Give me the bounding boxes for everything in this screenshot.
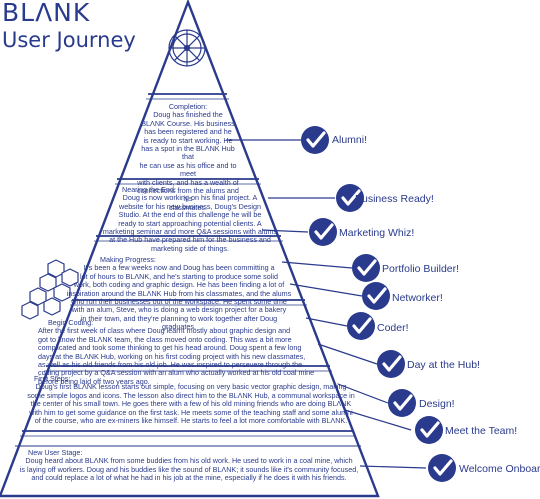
- stage-title: New User Stage:: [28, 448, 83, 457]
- stage-body: Doug is now working on his final project…: [102, 193, 278, 253]
- stage-title: Making Progress:: [100, 255, 156, 264]
- stage-body: Doug has finished the BLΛNK Course. His …: [137, 110, 239, 212]
- badge-label-meet-the-team: Meet the Team!: [445, 425, 518, 437]
- stage-title: Nearing the End:: [122, 185, 176, 194]
- stage-body: Doug's first BLΛNK lesson starts out sim…: [27, 382, 355, 426]
- badge-label-marketing-whiz: Marketing Whiz!: [339, 227, 415, 239]
- page-subtitle: User Journey: [2, 28, 136, 52]
- check-circle-icon: [388, 389, 416, 417]
- stage-nearing-end: Nearing the End: Doug is now working on …: [100, 185, 280, 253]
- badge-label-alumni: Alumni!: [332, 134, 368, 146]
- badge-label-welcome-onboard: Welcome Onboard!: [459, 463, 540, 475]
- stage-completion: Completion: Doug has finished the BLΛNK …: [136, 102, 240, 212]
- check-circle-icon: [428, 454, 456, 482]
- stage-title: First Steps:: [34, 374, 71, 383]
- stage-title: Begin Coding:: [48, 318, 94, 327]
- stage-body: It's been a few weeks now and Doug has b…: [66, 263, 292, 332]
- brand-logo: BLΛNK: [2, 0, 91, 27]
- badge-label-day-at-hub: Day at the Hub!: [407, 359, 480, 371]
- badge-label-business-ready: Business Ready!: [355, 193, 434, 205]
- check-circle-icon: [415, 416, 443, 444]
- stage-begin-coding: Begin Coding: After the first week of cl…: [38, 318, 322, 386]
- check-circle-icon: [352, 254, 380, 282]
- badge-label-coder: Coder!: [377, 322, 409, 334]
- check-circle-icon: [309, 218, 337, 246]
- stage-new-user: New User Stage: Doug heard about BLΛNK f…: [14, 448, 364, 483]
- check-circle-icon: [347, 312, 375, 340]
- stage-first-steps: First Steps: Doug's first BLΛNK lesson s…: [26, 374, 356, 426]
- badge-label-portfolio-builder: Portfolio Builder!: [382, 263, 460, 275]
- check-circle-icon: [362, 282, 390, 310]
- check-circle-icon: [377, 350, 405, 378]
- hexagon-cluster-icon: [21, 259, 79, 320]
- compass-wheel-icon: [168, 29, 206, 67]
- stage-body: Doug heard about BLΛNK from some buddies…: [19, 456, 359, 483]
- badge-label-design: Design!: [419, 398, 455, 410]
- pyramid-outline: [0, 0, 380, 498]
- badge-label-networker: Networker!: [392, 292, 443, 304]
- check-circle-icon: [336, 184, 364, 212]
- check-circle-icon: [301, 126, 329, 154]
- stage-title: Completion:: [168, 102, 208, 111]
- stage-making-progress: Making Progress: It's been a few weeks n…: [64, 255, 294, 332]
- stage-body: After the first week of class where Doug…: [38, 326, 315, 386]
